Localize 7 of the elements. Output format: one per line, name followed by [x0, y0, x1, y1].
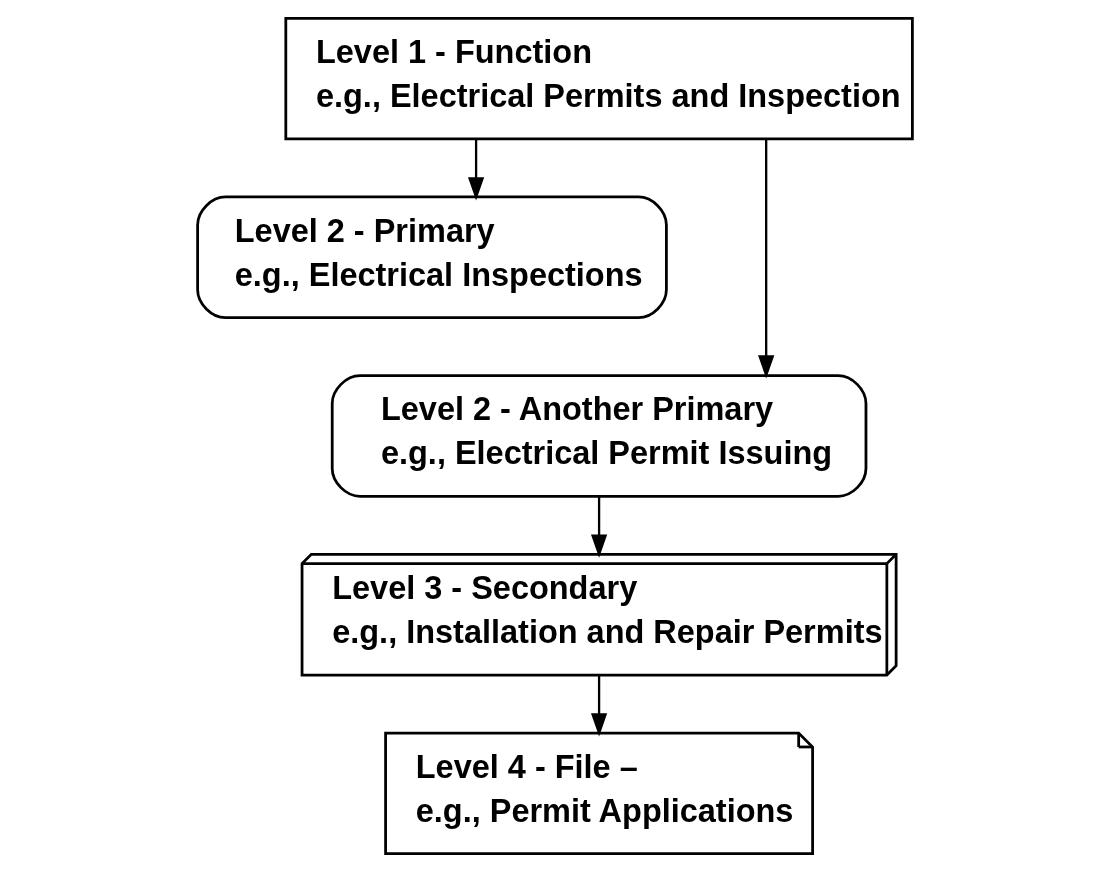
node-box: Level 2 - Another Primary e.g., Electrical Permit Issuing: [330, 373, 867, 498]
arrow: [590, 496, 607, 558]
arrow: [467, 138, 484, 200]
arrow: [757, 138, 774, 379]
node-box: Level 1 - Function e.g., Electrical Permits and Inspection: [283, 16, 914, 140]
node-box: Level 2 - Primary e.g., Electrical Inspections: [195, 195, 668, 319]
arrow: [590, 674, 607, 736]
